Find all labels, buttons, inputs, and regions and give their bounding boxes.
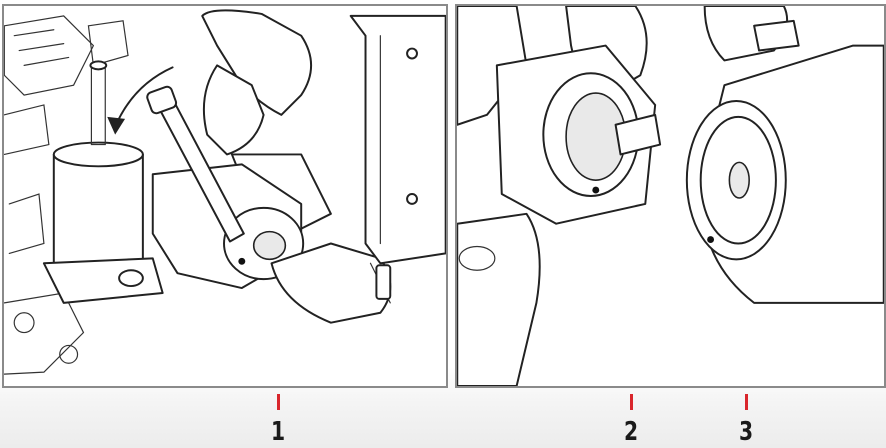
lower-housing [457, 212, 541, 386]
callout-3: 3 [726, 394, 766, 446]
callout-1-label: 1 [270, 417, 286, 447]
service-indicator [146, 85, 245, 243]
air-cleaner-housing-open [495, 44, 662, 225]
callout-2-label: 2 [623, 417, 639, 447]
rotation-arrow [107, 66, 174, 135]
filter-element [685, 44, 884, 304]
right-panel-element-view [455, 4, 886, 388]
element-removed-drawing [457, 6, 884, 386]
engine-installed-drawing [4, 9, 446, 375]
callout-1: 1 [258, 394, 298, 446]
fuel-filter [52, 60, 144, 280]
callout-2-tick [629, 394, 633, 410]
callout-1-tick [276, 394, 280, 410]
left-panel-engine-view [2, 4, 448, 388]
callout-2: 2 [611, 394, 651, 446]
engine-mount [42, 257, 164, 304]
callout-3-tick [744, 394, 748, 410]
engine-block [4, 15, 129, 375]
callout-3-label: 3 [738, 417, 754, 447]
lower-elbow [270, 242, 392, 324]
mounting-bracket [349, 14, 446, 265]
